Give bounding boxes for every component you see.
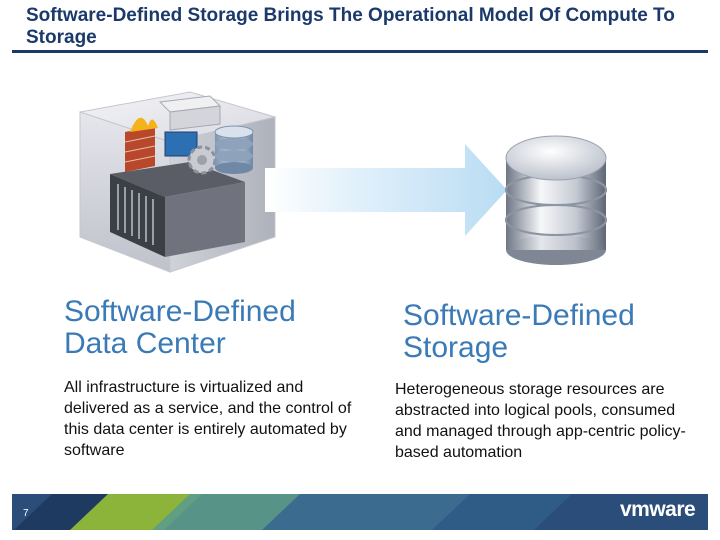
slide-title: Software-Defined Storage Brings The Oper… <box>26 5 675 48</box>
sds-heading: Software-Defined Storage <box>403 299 635 364</box>
footer-band <box>12 494 708 530</box>
database-icon <box>214 125 254 174</box>
sds-description: Heterogeneous storage resources are abst… <box>395 381 686 461</box>
arrow-right-icon <box>265 144 507 236</box>
database-icon <box>505 135 607 265</box>
vmware-logo: vmware <box>620 498 696 521</box>
title-divider <box>12 50 708 53</box>
firewall-icon <box>124 117 158 172</box>
data-center-cube-icon <box>79 91 277 273</box>
page-number: 7 <box>23 508 29 519</box>
server-rack-icon <box>110 162 245 257</box>
sddc-heading: Software-Defined Data Center <box>64 295 296 360</box>
sddc-description: All infrastructure is virtualized and de… <box>64 379 352 459</box>
gear-icon <box>187 145 217 175</box>
